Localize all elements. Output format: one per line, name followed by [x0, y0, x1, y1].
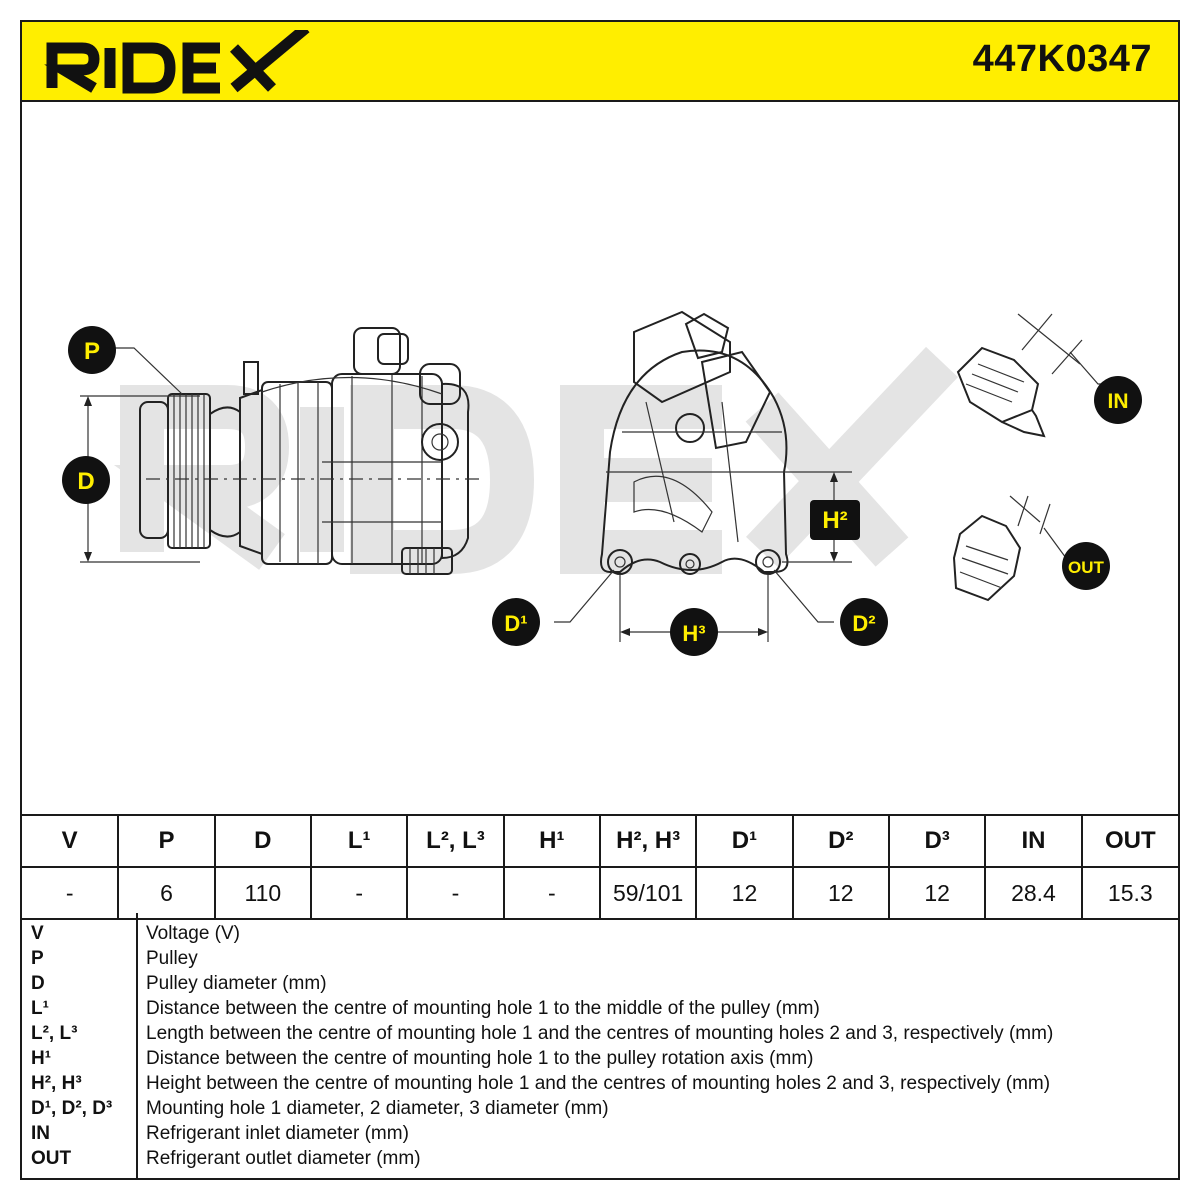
legend-desc: Distance between the centre of mounting …	[146, 998, 820, 1019]
callout-h2: H²	[810, 500, 860, 540]
spec-header: D	[213, 814, 312, 868]
legend-desc: Refrigerant inlet diameter (mm)	[146, 1123, 409, 1144]
legend-key: L², L³	[31, 1023, 78, 1044]
legend-desc: Mounting hole 1 diameter, 2 diameter, 3 …	[146, 1098, 609, 1119]
legend-row: IN Refrigerant inlet diameter (mm)	[22, 1123, 1178, 1148]
legend-key: D¹, D², D³	[31, 1098, 113, 1119]
callout-p: P	[68, 326, 116, 374]
spec-value-row: - 6 110 - - - 59/101 12 12 12 28.4 15.3	[22, 866, 1178, 920]
outlet-fitting	[952, 495, 1078, 602]
legend-key: P	[31, 948, 44, 969]
spec-header: H², H³	[598, 814, 698, 868]
callout-d2: D²	[840, 598, 888, 646]
legend: V Voltage (V) P Pulley D Pulley diameter…	[22, 913, 1178, 1178]
legend-desc: Pulley diameter (mm)	[146, 973, 327, 994]
legend-row: D¹, D², D³ Mounting hole 1 diameter, 2 d…	[22, 1098, 1178, 1123]
spec-header-row: V P D L¹ L², L³ H¹ H², H³ D¹ D² D³ IN OU…	[22, 814, 1178, 868]
technical-drawing: P D H² H³ D¹ D²	[22, 102, 1178, 814]
spec-header: D²	[791, 814, 890, 868]
callout-out: OUT	[1062, 542, 1110, 590]
compressor-side-view	[80, 327, 482, 575]
spec-value: 59/101	[598, 866, 698, 920]
spec-value: 6	[117, 866, 216, 920]
legend-divider	[136, 913, 138, 1178]
legend-row: V Voltage (V)	[22, 923, 1178, 948]
spec-value: -	[406, 866, 505, 920]
svg-text:H³: H³	[682, 621, 705, 646]
spec-value: 28.4	[984, 866, 1083, 920]
spec-value: 110	[213, 866, 312, 920]
legend-key: D	[31, 973, 45, 994]
spec-header: V	[22, 814, 120, 868]
svg-text:OUT: OUT	[1068, 558, 1105, 577]
legend-row: D Pulley diameter (mm)	[22, 973, 1178, 998]
legend-desc: Refrigerant outlet diameter (mm)	[146, 1148, 421, 1169]
compressor-front-view	[554, 310, 852, 642]
callout-h3: H³	[670, 608, 718, 656]
legend-key: V	[31, 923, 44, 944]
legend-desc: Pulley	[146, 948, 198, 969]
legend-row: H¹ Distance between the centre of mounti…	[22, 1048, 1178, 1073]
svg-text:D²: D²	[852, 611, 875, 636]
compressor-drawing: P D H² H³ D¹ D²	[62, 310, 1142, 656]
spec-value: 12	[887, 866, 987, 920]
spec-header: L², L³	[406, 814, 505, 868]
legend-desc: Height between the centre of mounting ho…	[146, 1073, 1051, 1094]
legend-key: L¹	[31, 998, 49, 1019]
spec-header: H¹	[502, 814, 601, 868]
spec-value: -	[502, 866, 601, 920]
legend-desc: Length between the centre of mounting ho…	[146, 1023, 1054, 1044]
callout-d: D	[62, 456, 110, 504]
legend-row: P Pulley	[22, 948, 1178, 973]
legend-key: H¹	[31, 1048, 52, 1069]
legend-key: H², H³	[31, 1073, 82, 1094]
legend-desc: Voltage (V)	[146, 923, 240, 944]
spec-header: OUT	[1080, 814, 1178, 868]
legend-key: OUT	[31, 1148, 72, 1169]
diagram-frame: 447K0347	[20, 20, 1180, 1180]
svg-text:IN: IN	[1108, 390, 1129, 413]
spec-value: -	[309, 866, 409, 920]
spec-header: D¹	[695, 814, 794, 868]
spec-value: 12	[695, 866, 794, 920]
svg-text:D¹: D¹	[504, 611, 527, 636]
svg-text:D: D	[77, 468, 94, 495]
spec-value: 15.3	[1080, 866, 1178, 920]
callout-d1: D¹	[492, 598, 540, 646]
header-bar: 447K0347	[22, 22, 1178, 102]
legend-row: H², H³ Height between the centre of moun…	[22, 1073, 1178, 1098]
inlet-fitting	[956, 313, 1114, 438]
spec-table: V P D L¹ L², L³ H¹ H², H³ D¹ D² D³ IN OU…	[22, 814, 1178, 920]
spec-header: IN	[984, 814, 1083, 868]
spec-value: 12	[791, 866, 890, 920]
legend-key: IN	[31, 1123, 50, 1144]
spec-header: L¹	[309, 814, 409, 868]
spec-header: P	[117, 814, 216, 868]
spec-header: D³	[887, 814, 987, 868]
legend-row: L², L³ Length between the centre of moun…	[22, 1023, 1178, 1048]
callout-in: IN	[1094, 376, 1142, 424]
legend-row: OUT Refrigerant outlet diameter (mm)	[22, 1148, 1178, 1173]
svg-text:P: P	[84, 338, 100, 365]
svg-text:H²: H²	[822, 507, 847, 534]
legend-desc: Distance between the centre of mounting …	[146, 1048, 814, 1069]
spec-value: -	[22, 866, 120, 920]
legend-row: L¹ Distance between the centre of mounti…	[22, 998, 1178, 1023]
ridex-logo	[44, 30, 310, 94]
part-number: 447K0347	[972, 38, 1152, 80]
